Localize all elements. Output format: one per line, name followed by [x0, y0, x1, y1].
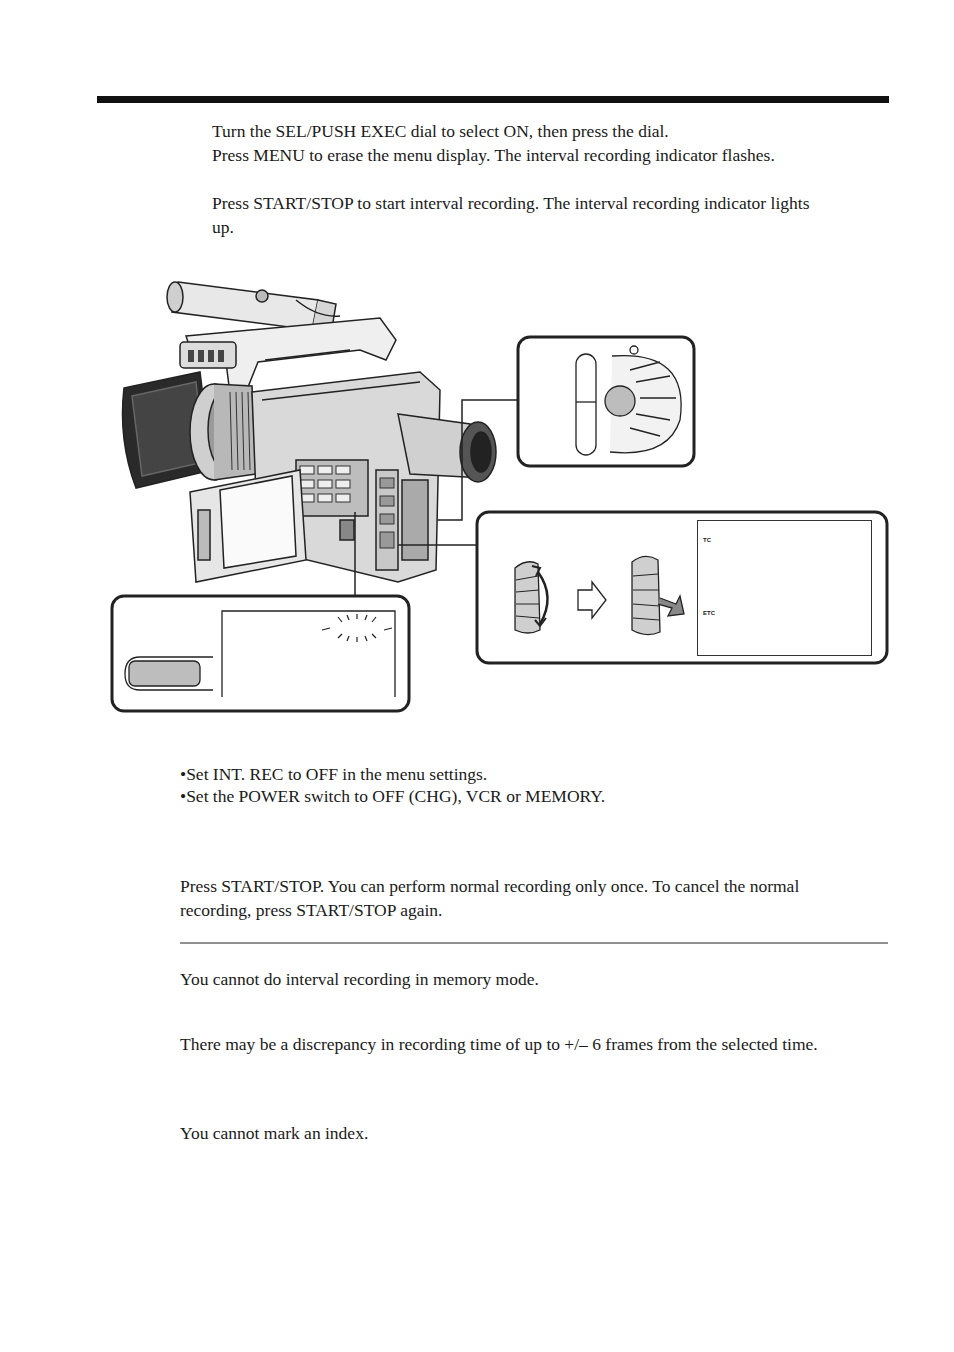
body-text: •Set the POWER switch to OFF (CHG), VCR … — [180, 784, 880, 808]
menu-screen: TC ETC — [697, 520, 872, 656]
flashing-indicator — [322, 614, 392, 642]
body-text: You cannot do interval recording in memo… — [180, 967, 880, 991]
menu-icon-label: TC — [703, 537, 711, 544]
divider-rule — [180, 943, 888, 944]
body-text: Press START/STOP to start interval recor… — [212, 191, 824, 239]
menu-icon-label: ETC — [703, 610, 715, 617]
body-text: Press MENU to erase the menu display. Th… — [212, 143, 842, 167]
body-text: There may be a discrepancy in recording … — [180, 1033, 880, 1055]
top-rule — [97, 96, 889, 103]
camcorder — [123, 282, 497, 582]
body-text: Turn the SEL/PUSH EXEC dial to select ON… — [212, 119, 852, 143]
callout-start-stop — [112, 596, 409, 711]
body-text: •Set INT. REC to OFF in the menu setting… — [180, 762, 880, 786]
callout-dial — [518, 337, 694, 466]
callout-sel-dial — [477, 512, 887, 663]
body-text: You cannot mark an index. — [180, 1121, 880, 1145]
body-text: Press START/STOP. You can perform normal… — [180, 874, 842, 922]
